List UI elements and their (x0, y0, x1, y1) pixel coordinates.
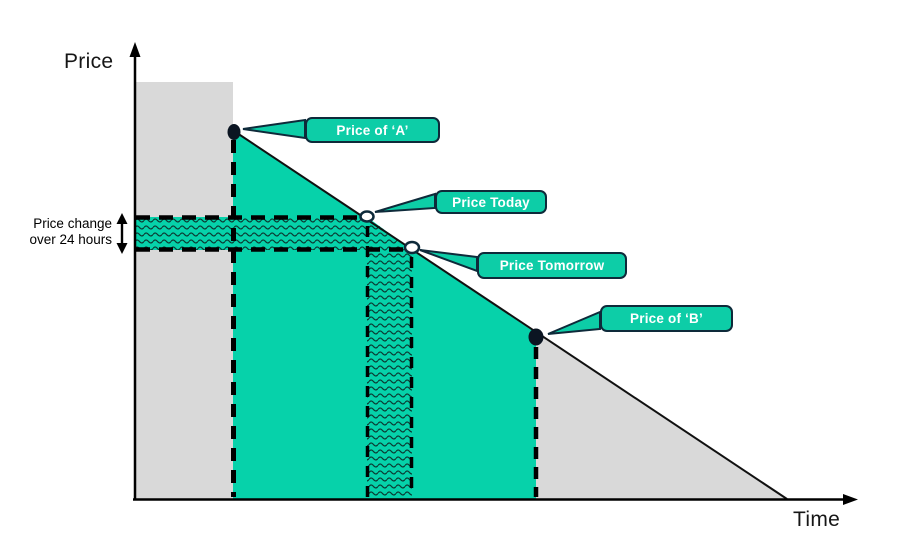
callout-price-today: Price Today (435, 190, 547, 214)
y-axis-arrowhead-icon (129, 42, 141, 57)
callout-price-tomorrow: Price Tomorrow (477, 252, 627, 279)
today-tomorrow-strip-hatch (367, 219, 412, 498)
price-change-arrow-down-icon (116, 243, 128, 254)
callout-price-a-label: Price of ‘A’ (336, 122, 409, 138)
price-change-band-hatch (136, 217, 412, 250)
callout-price-b-label: Price of ‘B’ (630, 311, 703, 326)
point-price-tomorrow (403, 240, 421, 255)
gray-region-before-a (136, 82, 233, 499)
point-price-a (227, 124, 241, 140)
callout-tail-price-a (242, 118, 306, 140)
callout-price-b: Price of ‘B’ (600, 305, 733, 332)
callout-tail-price-today (374, 192, 436, 213)
callout-tail-price-b (547, 310, 601, 335)
price-change-note-line1: Price change (33, 216, 112, 231)
point-price-b (528, 328, 544, 346)
callout-price-tomorrow-label: Price Tomorrow (499, 258, 605, 273)
price-change-note: Price change over 24 hours (12, 216, 112, 248)
point-price-today (359, 210, 375, 223)
price-change-note-line2: over 24 hours (29, 232, 112, 248)
callout-price-a: Price of ‘A’ (305, 117, 440, 143)
x-axis-arrowhead-icon (843, 494, 858, 505)
price-change-arrow-up-icon (116, 213, 128, 224)
price-decline-line (233, 130, 788, 500)
y-axis-label: Price (64, 50, 114, 73)
x-axis-label: Time (793, 508, 841, 531)
callout-price-today-label: Price Today (452, 194, 530, 210)
